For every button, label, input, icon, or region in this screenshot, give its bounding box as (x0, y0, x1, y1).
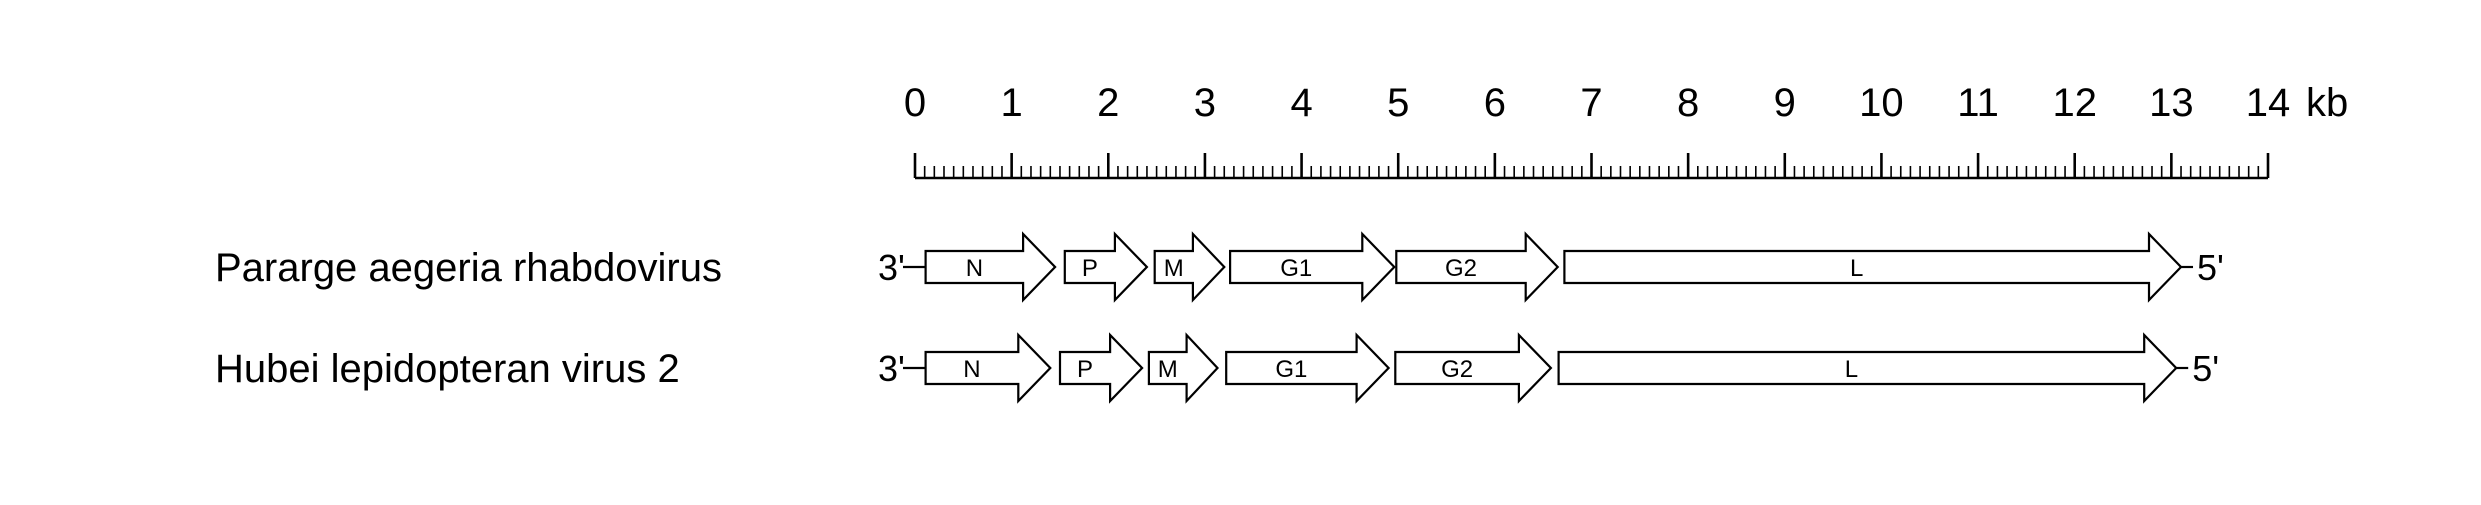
gene-label-n: N (966, 255, 983, 282)
gene-arrow-g1 (1228, 231, 1396, 303)
gene-arrow-l (1557, 332, 2178, 404)
scale-tick-label: 4 (1290, 81, 1312, 125)
gene-arrow-l (1563, 231, 2183, 303)
gene-label-g2: G2 (1441, 356, 1473, 383)
scale-tick-label: 14 (2246, 81, 2291, 125)
virus-name-label: Hubei lepidopteran virus 2 (215, 347, 680, 391)
scale-unit-label: kb (2306, 81, 2348, 125)
genome-3-prime-label: 3' (878, 348, 905, 389)
gene-label-p: P (1077, 356, 1093, 383)
gene-label-m: M (1164, 255, 1184, 282)
gene-arrow-m (1153, 231, 1226, 303)
gene-arrow-g1 (1225, 332, 1391, 404)
genome-5-prime-label: 5' (2197, 247, 2224, 288)
gene-label-p: P (1082, 255, 1098, 282)
scale-tick-label: 6 (1484, 81, 1506, 125)
scale-tick-label: 11 (1957, 81, 1999, 125)
gene-label-l: L (1845, 356, 1858, 383)
gene-arrow-g2 (1395, 231, 1560, 303)
virus-name-label: Pararge aegeria rhabdovirus (215, 246, 722, 290)
gene-arrow-p (1058, 332, 1144, 404)
gene-label-g2: G2 (1445, 255, 1477, 282)
scale-tick-label: 9 (1774, 81, 1796, 125)
gene-arrow-m (1147, 332, 1220, 404)
gene-arrow-g2 (1394, 332, 1553, 404)
scale-tick-label: 8 (1677, 81, 1699, 125)
gene-label-g1: G1 (1280, 255, 1312, 282)
genome-3-prime-label: 3' (878, 247, 905, 288)
scale-tick-label: 1 (1001, 81, 1023, 125)
gene-arrow-p (1063, 231, 1149, 303)
scale-tick-label: 5 (1387, 81, 1409, 125)
gene-arrow-n (924, 332, 1052, 404)
gene-label-l: L (1850, 255, 1863, 282)
scale-tick-label: 2 (1097, 81, 1119, 125)
scale-tick-label: 10 (1859, 81, 1904, 125)
genome-5-prime-label: 5' (2192, 348, 2219, 389)
scale-tick-label: 13 (2149, 81, 2194, 125)
scale-tick-label: 0 (904, 81, 926, 125)
scale-tick-label: 3 (1194, 81, 1216, 125)
gene-label-g1: G1 (1275, 356, 1307, 383)
gene-arrow-n (924, 231, 1057, 303)
scale-tick-label: 12 (2052, 81, 2097, 125)
gene-label-n: N (963, 356, 980, 383)
scale-tick-label: 7 (1580, 81, 1602, 125)
gene-label-m: M (1158, 356, 1178, 383)
